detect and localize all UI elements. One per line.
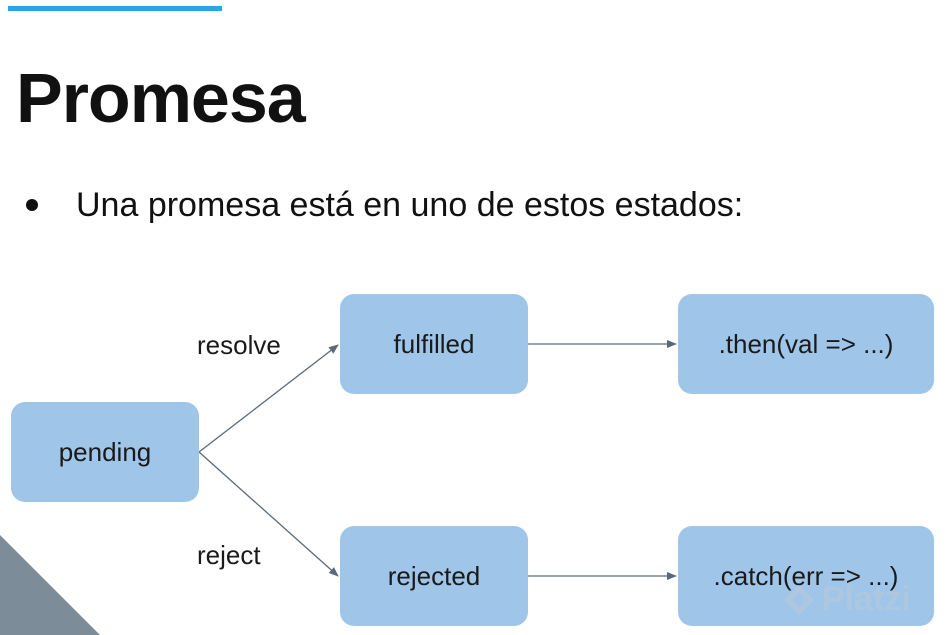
bullet-text: Una promesa está en uno de estos estados… bbox=[76, 185, 744, 224]
platzi-watermark: Platzi bbox=[782, 580, 911, 619]
arrow-pending-to-fulfilled bbox=[198, 344, 339, 453]
edge-label-resolve: resolve bbox=[197, 330, 281, 360]
node-fulfilled: fulfilled bbox=[340, 294, 528, 394]
node-catch-handler: .catch(err => ...) bbox=[678, 526, 934, 626]
page-title: Promesa bbox=[16, 59, 306, 137]
corner-decoration bbox=[0, 535, 100, 635]
watermark-text: Platzi bbox=[822, 580, 911, 618]
accent-bar bbox=[8, 6, 222, 11]
bullet-dot bbox=[26, 199, 38, 211]
bullet-item: Una promesa está en uno de estos estados… bbox=[26, 180, 743, 230]
platzi-logo-icon bbox=[784, 584, 814, 615]
node-pending: pending bbox=[11, 402, 199, 502]
arrow-pending-to-rejected bbox=[198, 451, 339, 577]
node-rejected: rejected bbox=[340, 526, 528, 626]
edge-label-reject: reject bbox=[197, 540, 261, 570]
node-then-handler: .then(val => ...) bbox=[678, 294, 934, 394]
